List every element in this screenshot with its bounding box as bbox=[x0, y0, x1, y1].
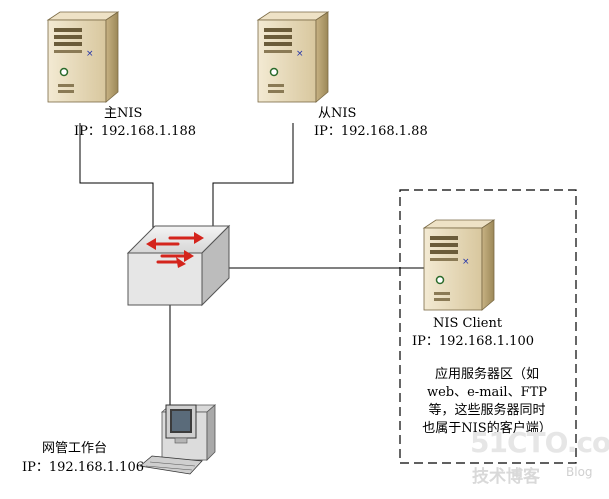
connection-lines bbox=[79, 123, 428, 405]
master-name: 主NIS bbox=[104, 106, 143, 121]
master-server-icon bbox=[47, 11, 119, 103]
watermark-blog: Blog bbox=[566, 465, 593, 479]
slave-name: 从NIS bbox=[318, 106, 357, 121]
client-ip: IP：192.168.1.100 bbox=[412, 334, 534, 349]
watermark-brand: 51CTO.com bbox=[470, 426, 609, 459]
client-name: NIS Client bbox=[433, 316, 503, 331]
app-server-zone bbox=[399, 189, 577, 464]
slave-ip: IP：192.168.1.88 bbox=[314, 124, 428, 139]
workstation-icon bbox=[139, 404, 217, 475]
link-slave-switch bbox=[212, 123, 294, 228]
master-ip: IP：192.168.1.188 bbox=[74, 124, 196, 139]
watermark-subtitle: 技术博客 bbox=[472, 467, 540, 487]
link-master-switch bbox=[79, 123, 154, 228]
workstation-ip: IP：192.168.1.106 bbox=[22, 460, 144, 475]
client-server-icon bbox=[423, 219, 495, 311]
zone-note-line: 等，这些服务器同时 bbox=[428, 403, 546, 418]
zone-note-line: web、e-mail、FTP bbox=[426, 385, 548, 400]
switch-icon bbox=[126, 224, 231, 307]
workstation-name: 网管工作台 bbox=[42, 441, 108, 456]
zone-note-line: 应用服务器区（如 bbox=[434, 367, 539, 382]
zone-note-line: 也属于NIS的客户端） bbox=[422, 421, 552, 436]
slave-server-icon bbox=[257, 11, 329, 103]
app-server-zone-note: 应用服务器区（如 web、e-mail、FTP 等，这些服务器同时 也属于NIS… bbox=[412, 366, 562, 438]
